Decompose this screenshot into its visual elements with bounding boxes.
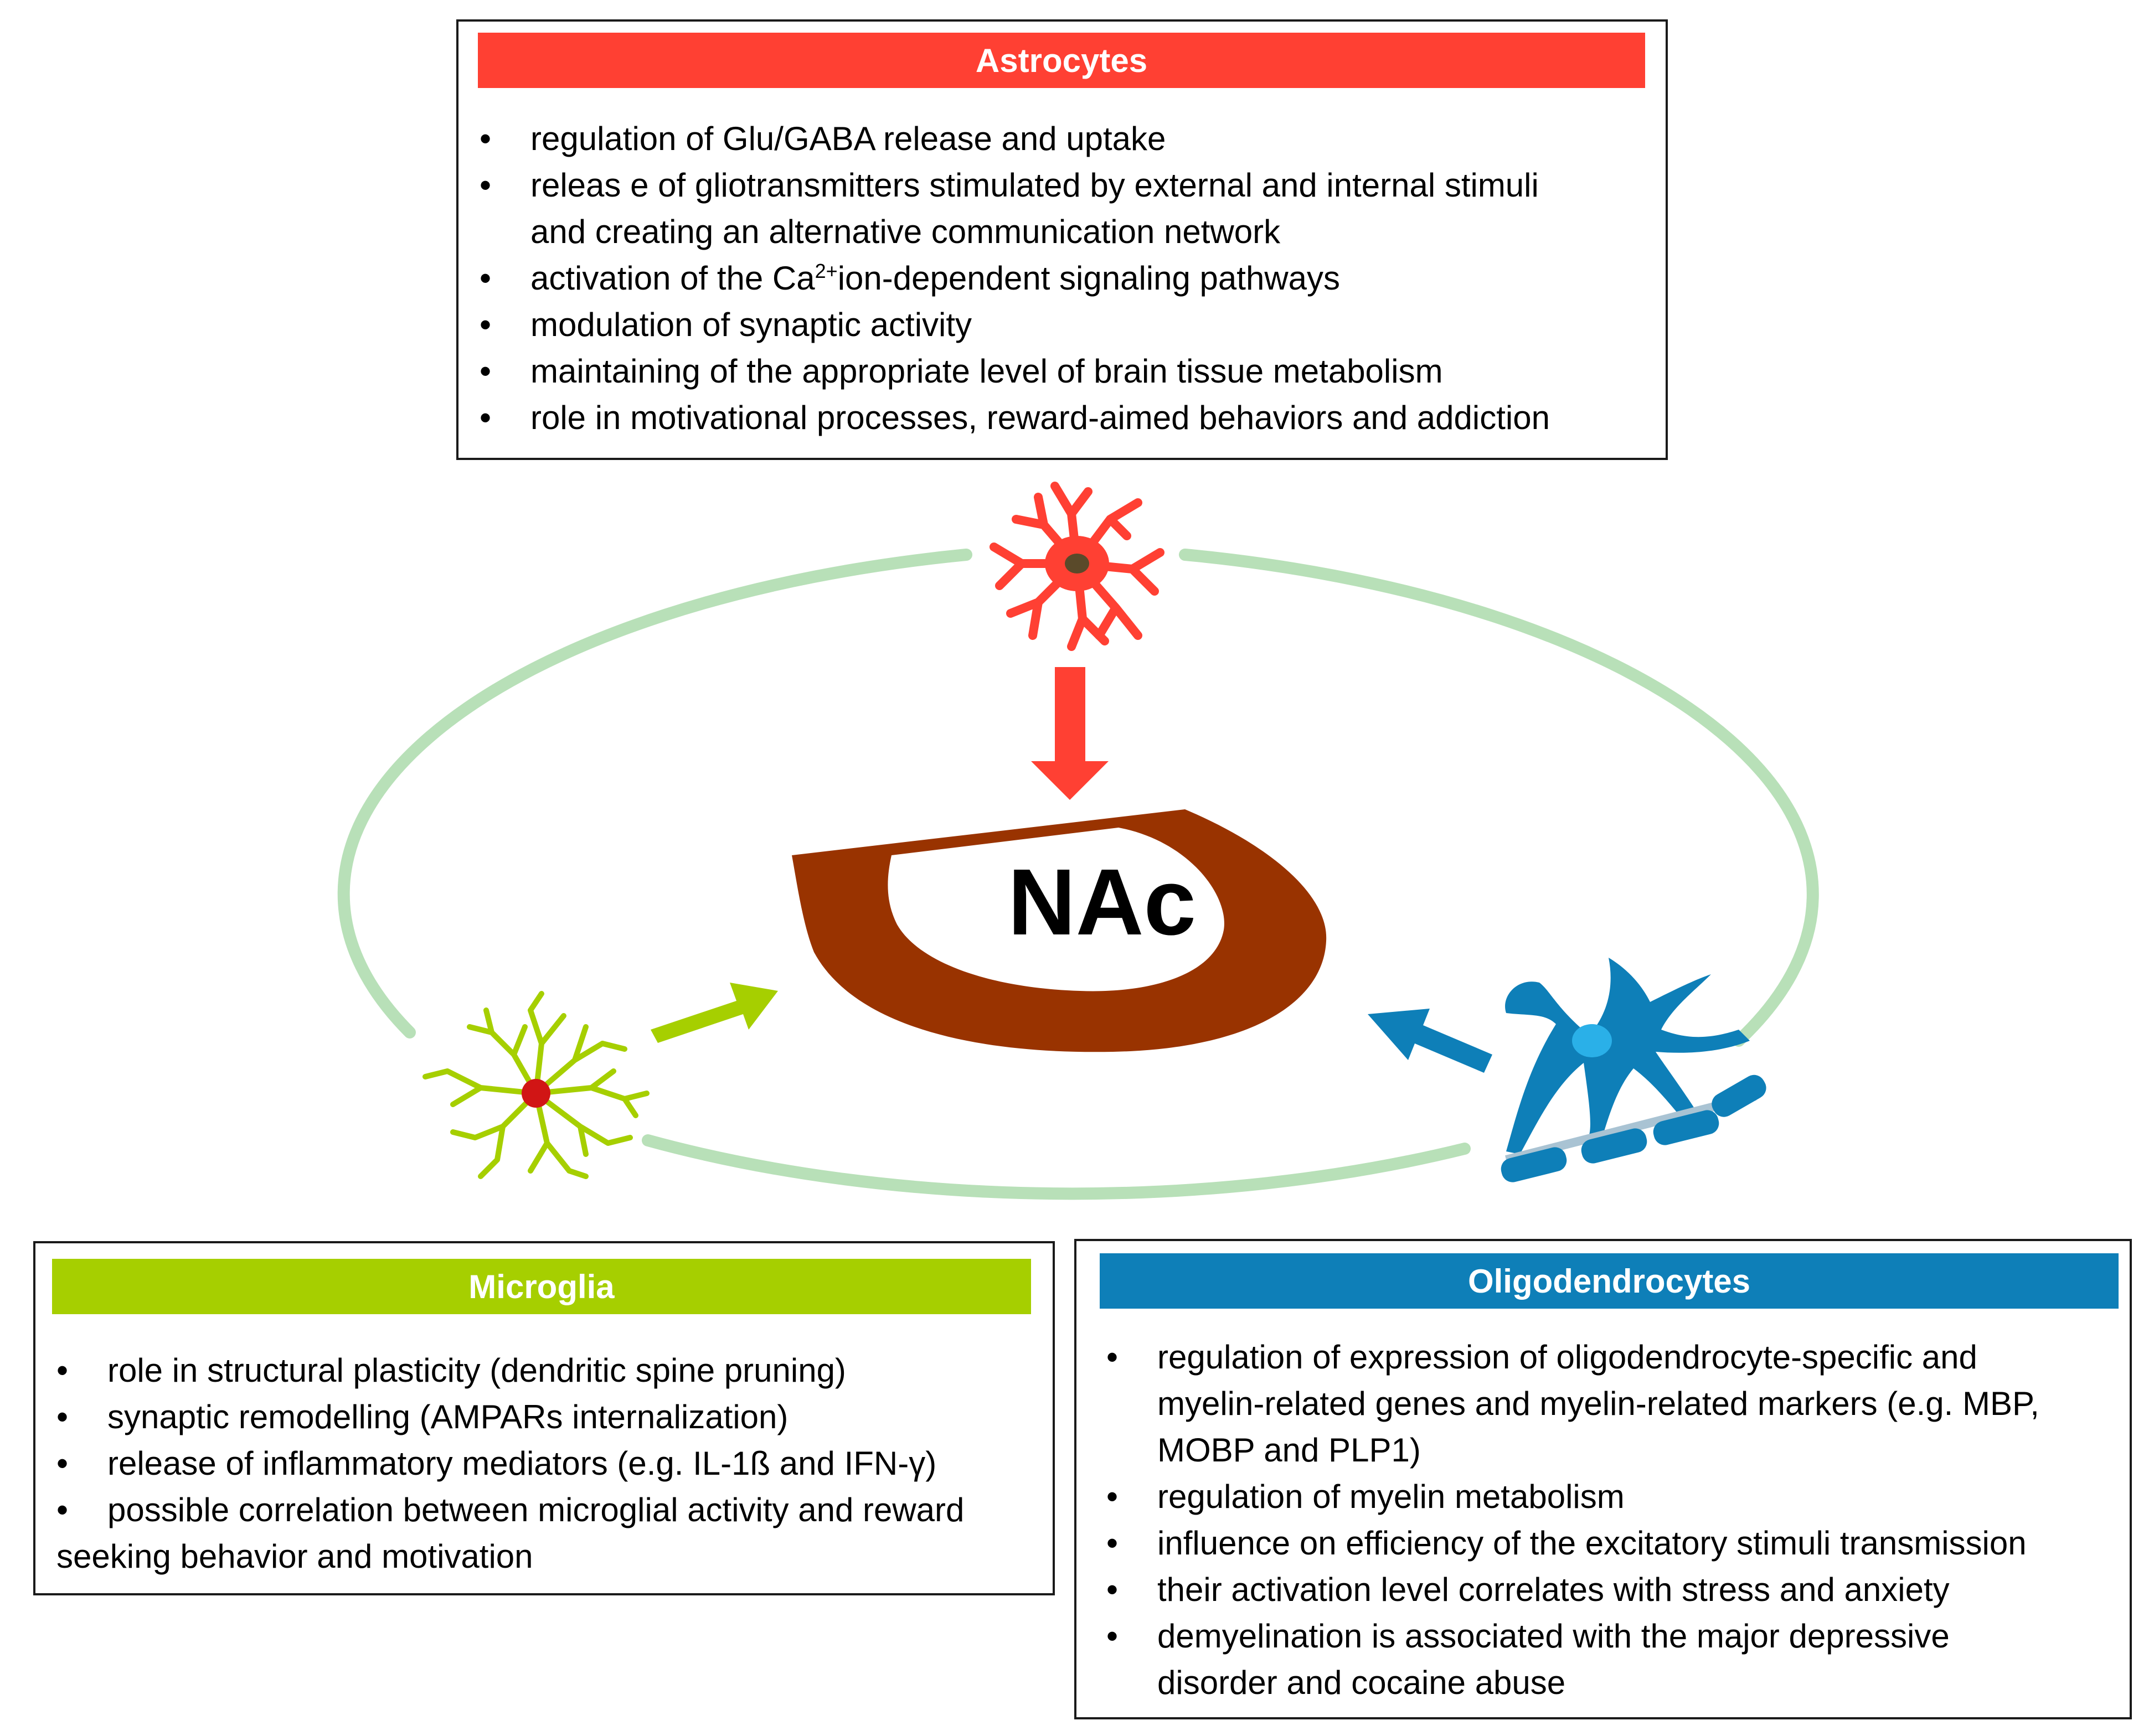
cycle-ring-arc-top-left [337,549,972,1038]
astrocytes-function-list: •regulation of Glu/GABA release and upta… [480,116,1550,441]
oligodendrocytes-function-list: •regulation of expression of oligodendro… [1106,1334,2039,1706]
oligodendrocyte-to-nac-arrow [1368,1009,1492,1073]
microglia-panel: Microglia •role in structural plasticity… [33,1241,1055,1595]
microglia-function-list: •role in structural plasticity (dendriti… [56,1347,964,1580]
list-item: •their activation level correlates with … [1106,1571,1950,1608]
oligodendrocyte-cell-icon [1501,958,1766,1182]
list-item: •demyelination is associated with the ma… [1106,1618,1950,1701]
list-item: •release of inflammatory mediators (e.g.… [56,1445,937,1482]
cycle-ring-arc-top-right [1179,549,1819,1047]
list-item: •synaptic remodelling (AMPARs internaliz… [56,1398,789,1435]
cycle-ring-arc-bottom [642,1134,1471,1200]
list-item: •maintaining of the appropriate level of… [480,353,1443,390]
list-item: •releas e of gliotransmitters stimulated… [480,167,1539,250]
list-item: •regulation of myelin metabolism [1106,1478,1625,1515]
microglia-header: Microglia [52,1259,1031,1314]
astrocytes-header: Astrocytes [478,33,1645,88]
astrocytes-panel: Astrocytes •regulation of Glu/GABA relea… [456,19,1668,460]
list-item: •influence on efficiency of the excitato… [1106,1525,2027,1562]
astrocyte-cell-icon [990,482,1164,651]
nac-inner-shape [888,828,1224,991]
oligodendrocytes-panel: Oligodendrocytes •regulation of expressi… [1074,1239,2132,1719]
astrocyte-to-nac-arrow [1031,667,1109,800]
microglia-cell-icon [422,991,650,1179]
list-item: •role in structural plasticity (dendriti… [56,1352,846,1389]
list-item: •regulation of expression of oligodendro… [1106,1339,2039,1469]
list-item: •regulation of Glu/GABA release and upta… [480,120,1166,157]
list-item: •possible correlation between microglial… [56,1491,965,1575]
microglia-to-nac-arrow [651,983,778,1043]
list-item: •role in motivational processes, reward-… [480,399,1550,436]
list-item: •activation of the Ca2+ion-dependent sig… [480,260,1341,297]
nac-label: NAc [1007,850,1197,955]
list-item: •modulation of synaptic activity [480,306,972,343]
oligodendrocytes-header: Oligodendrocytes [1100,1253,2119,1309]
